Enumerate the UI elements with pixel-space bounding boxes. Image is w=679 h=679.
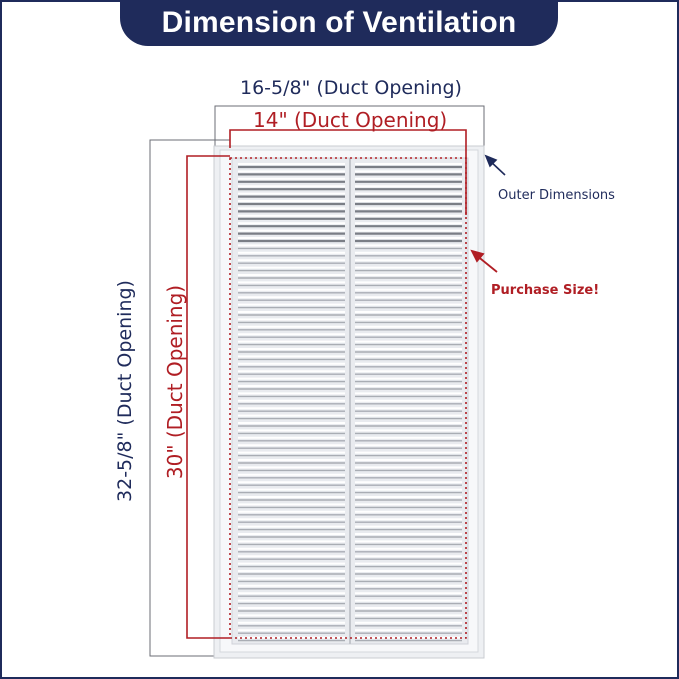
louvers [238, 163, 462, 642]
page-title: Dimension of Ventilation [161, 6, 517, 39]
outer-dimension-lines [149, 105, 485, 657]
duct-opening-lines [186, 129, 467, 639]
purchase-size-arrow [470, 249, 498, 273]
duct-width-label: 14" (Duct Opening) [253, 108, 448, 132]
purchase-size-label: Purchase Size! [491, 283, 600, 298]
outer-dimensions-arrow [484, 154, 506, 176]
title-banner: Dimension of Ventilation [120, 0, 558, 46]
outer-dimensions-label: Outer Dimensions [498, 188, 615, 203]
duct-height-label: 30" (Duct Opening) [163, 284, 187, 480]
outer-width-label: 16-5/8" (Duct Opening) [240, 77, 462, 99]
outer-height-label: 32-5/8" (Duct Opening) [114, 280, 136, 502]
vent-grille [213, 145, 485, 659]
